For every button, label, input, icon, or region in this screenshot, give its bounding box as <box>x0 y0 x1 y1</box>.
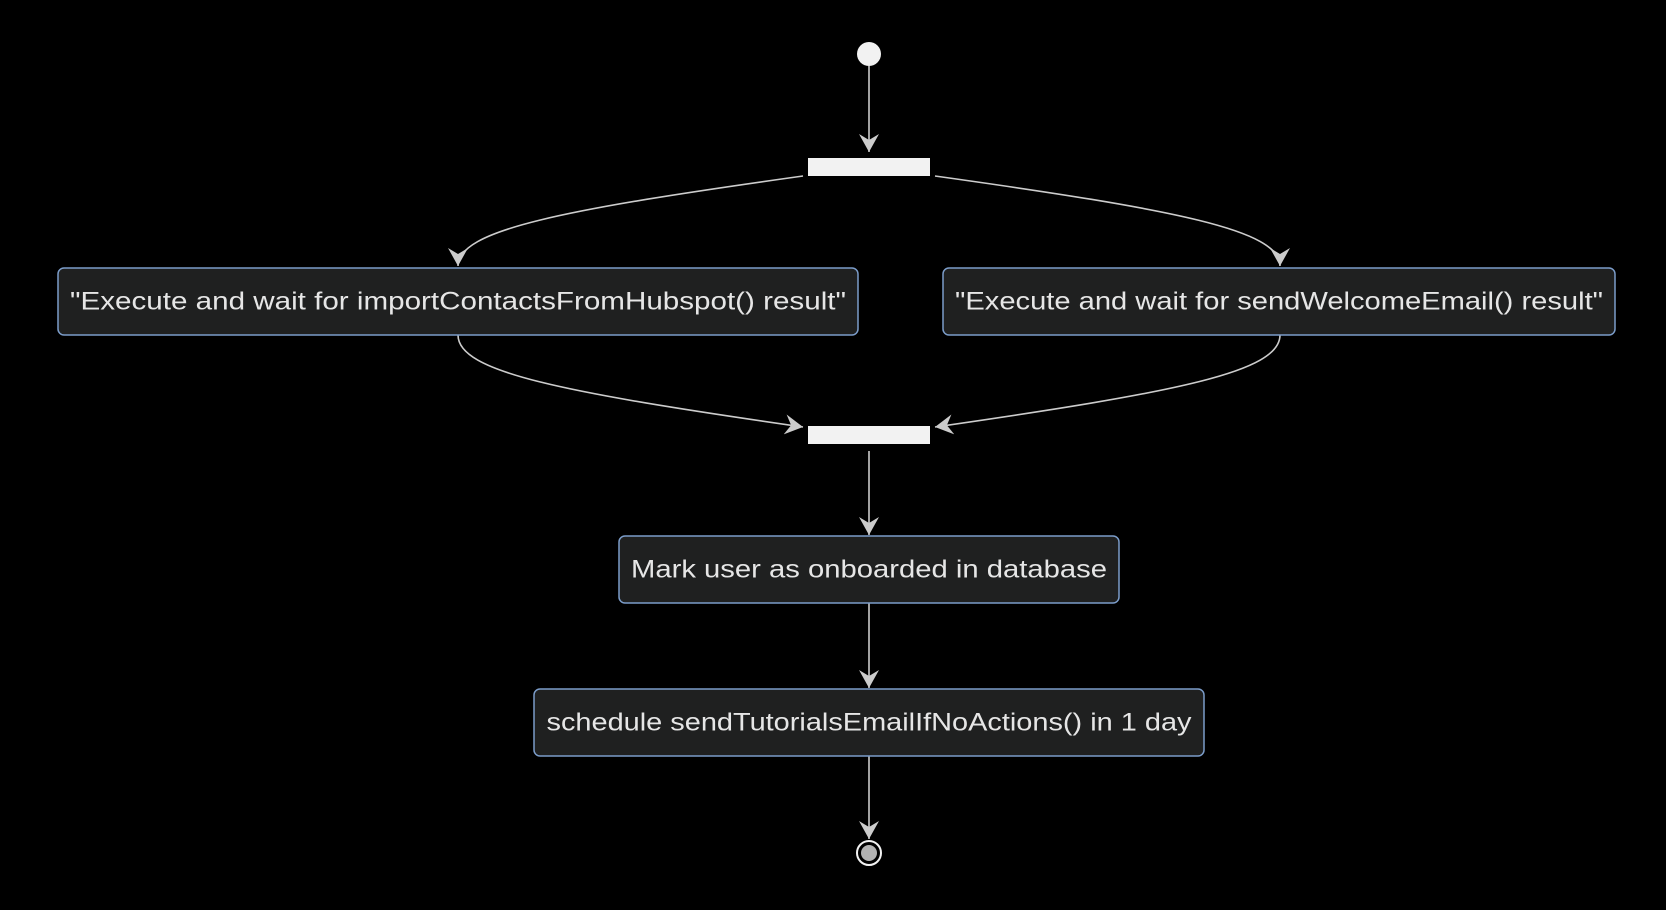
action-node-label: "Execute and wait for sendWelcomeEmail()… <box>955 288 1603 316</box>
action-node-mark-onboarded: Mark user as onboarded in database <box>618 535 1120 604</box>
action-node-import-contacts: "Execute and wait for importContactsFrom… <box>57 267 859 336</box>
end-node-core <box>861 845 877 861</box>
edge-fork-to-welcome <box>934 175 1290 267</box>
edge-import-to-join <box>457 334 804 435</box>
action-node-label: "Execute and wait for importContactsFrom… <box>70 288 846 316</box>
edge-welcome-to-join <box>934 334 1281 435</box>
end-node-ring <box>856 840 882 866</box>
edges <box>448 66 1290 839</box>
action-node-box <box>942 267 1616 336</box>
action-node-label: Mark user as onboarded in database <box>631 556 1107 584</box>
action-node-send-welcome-email: "Execute and wait for sendWelcomeEmail()… <box>942 267 1616 336</box>
action-node-box <box>618 535 1120 604</box>
end-node <box>856 840 882 866</box>
fork-bar <box>808 158 930 176</box>
action-node-label: schedule sendTutorialsEmailIfNoActions()… <box>547 709 1193 737</box>
action-node-schedule-tutorials: schedule sendTutorialsEmailIfNoActions()… <box>533 688 1205 757</box>
start-node <box>857 42 881 66</box>
action-node-box <box>57 267 859 336</box>
edge-fork-to-import <box>448 175 804 267</box>
action-node-box <box>533 688 1205 757</box>
join-bar <box>808 426 930 444</box>
